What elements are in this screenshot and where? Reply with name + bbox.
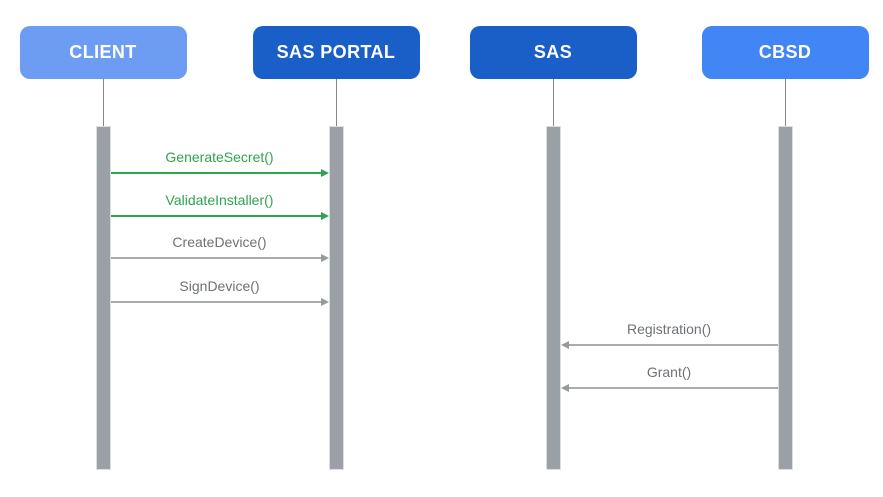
lifeline-stem-sas-portal (335, 79, 337, 126)
message-label: CreateDevice() (172, 234, 267, 250)
message-label: SignDevice() (179, 278, 260, 294)
actor-label: SAS PORTAL (276, 42, 396, 62)
message-line (564, 344, 778, 346)
message-line (110, 215, 325, 217)
lifeline-stem-client (102, 79, 104, 126)
message-line (564, 387, 778, 389)
actor-box-cbsd: CBSD (701, 26, 869, 79)
message-arrowhead (320, 297, 329, 306)
actor-box-sas-portal: SAS PORTAL (252, 26, 420, 79)
message-arrowhead (320, 211, 329, 220)
actor-label: SAS (533, 42, 573, 62)
activation-bar-cbsd (777, 126, 793, 470)
actor-box-client: CLIENT (19, 26, 187, 79)
actor-label: CLIENT (69, 42, 137, 62)
message-label: Grant() (646, 364, 692, 380)
message-line (110, 257, 325, 259)
activation-bar-client (95, 126, 111, 470)
message-arrowhead (320, 253, 329, 262)
message-arrowhead (560, 383, 569, 392)
actor-box-sas: SAS (469, 26, 637, 79)
message-label: ValidateInstaller() (165, 192, 274, 208)
lifeline-stem-cbsd (784, 79, 786, 126)
message-label: GenerateSecret() (165, 149, 274, 165)
actor-label: CBSD (758, 42, 812, 62)
activation-bar-sas (545, 126, 561, 470)
message-arrowhead (320, 168, 329, 177)
message-label: Registration() (626, 321, 712, 337)
activation-bar-sas-portal (328, 126, 344, 470)
message-line (110, 301, 325, 303)
lifeline-stem-sas (552, 79, 554, 126)
message-arrowhead (560, 340, 569, 349)
message-line (110, 172, 325, 174)
